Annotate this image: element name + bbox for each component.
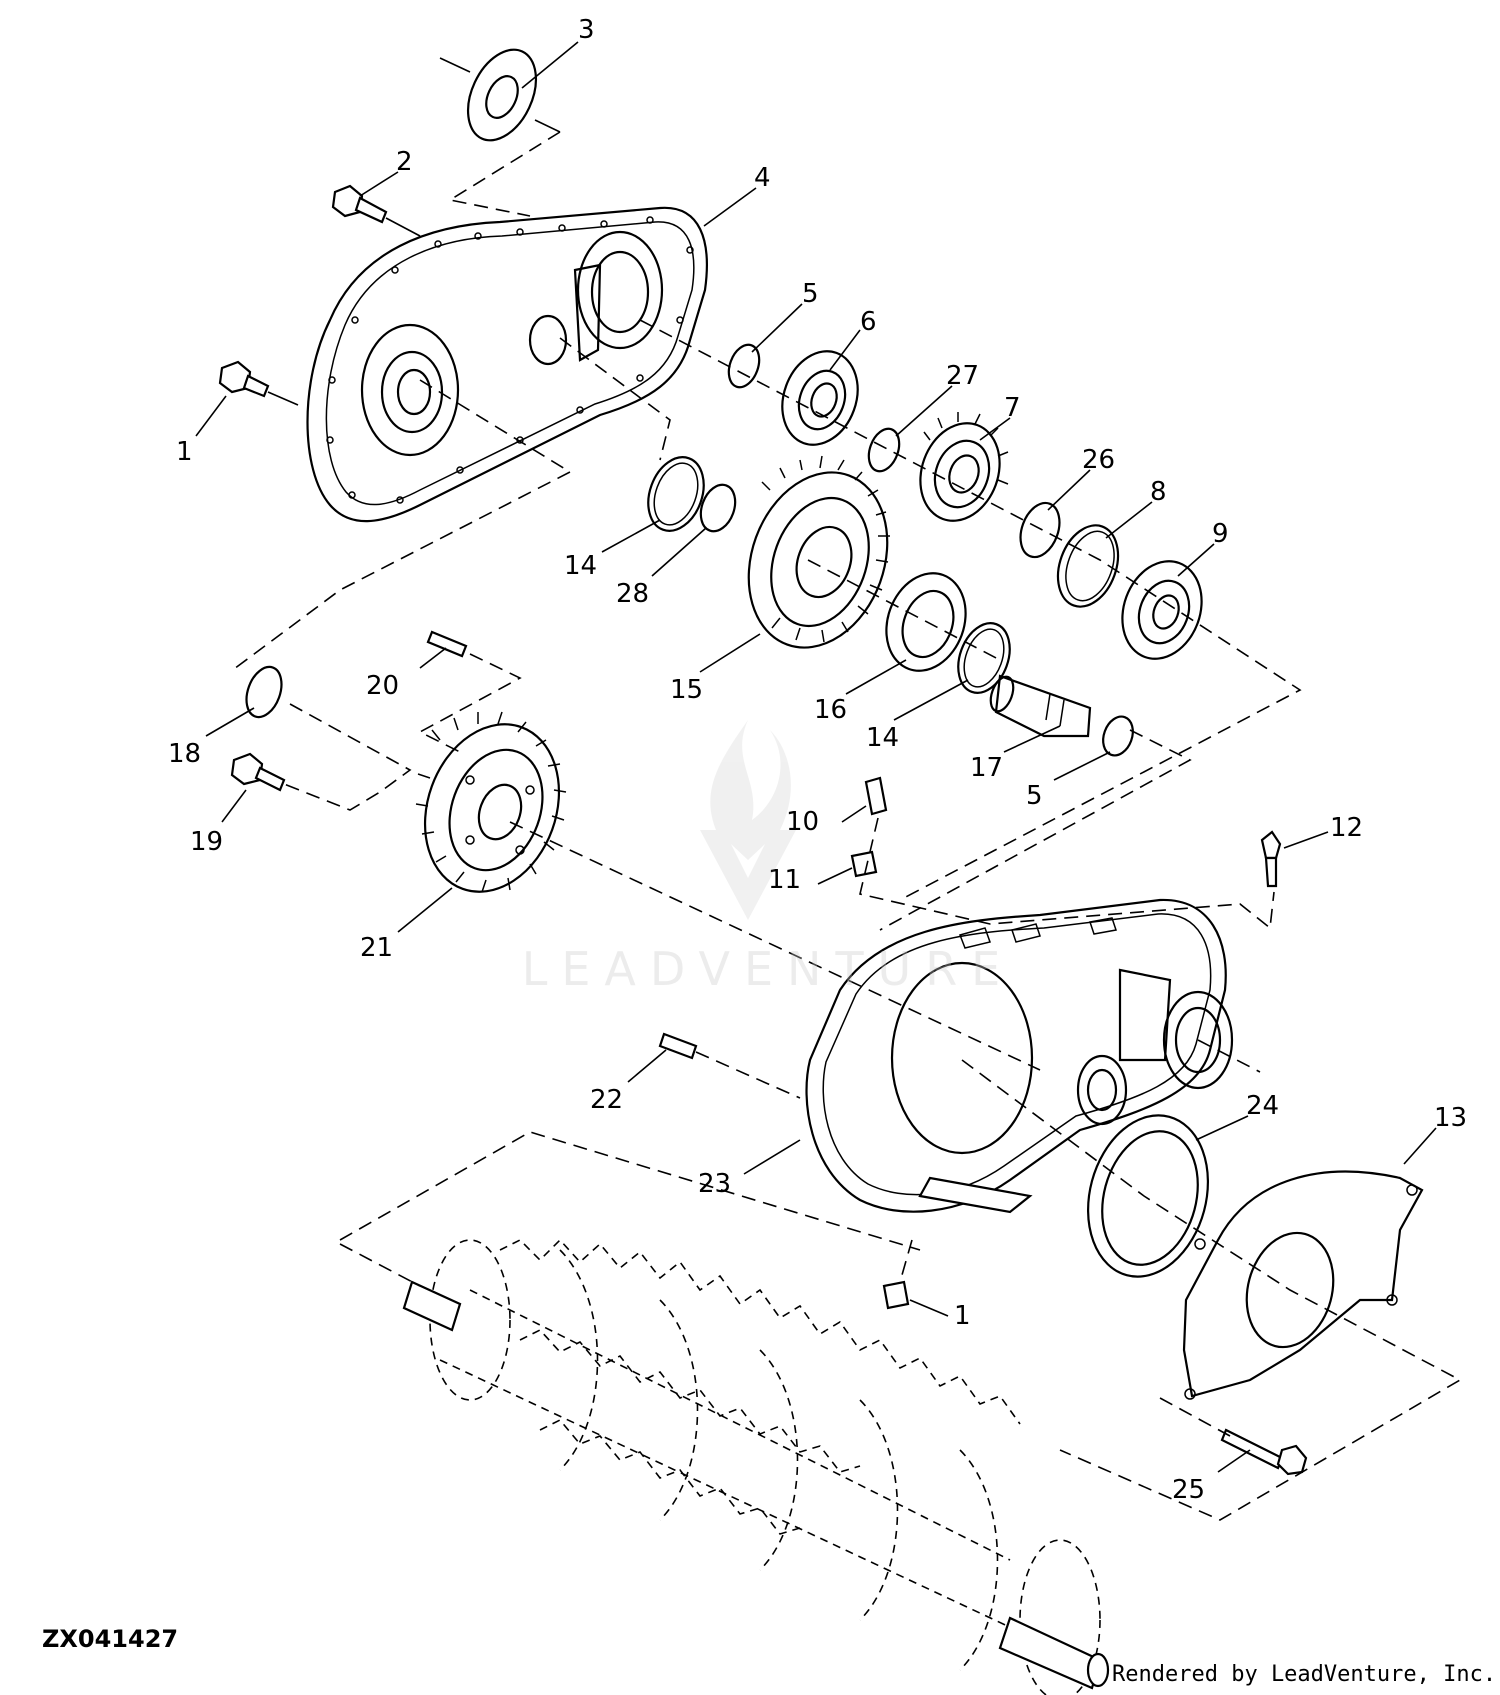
callout-25: 25 bbox=[1172, 1475, 1205, 1505]
callout-15: 15 bbox=[670, 675, 703, 705]
part-10-fitting bbox=[864, 776, 888, 816]
callout-14-lower: 14 bbox=[866, 723, 899, 753]
part-7-pinion-gear bbox=[919, 412, 1009, 522]
part-1-plug-lower bbox=[882, 1280, 910, 1310]
callout-10: 10 bbox=[786, 807, 819, 837]
leadventure-logo-icon bbox=[700, 720, 796, 920]
callout-6: 6 bbox=[860, 307, 877, 337]
callout-21: 21 bbox=[360, 933, 393, 963]
callout-2: 2 bbox=[396, 147, 413, 177]
callout-5-upper: 5 bbox=[802, 279, 819, 309]
part-26-ring bbox=[1019, 501, 1061, 559]
callout-23: 23 bbox=[698, 1169, 731, 1199]
figure-id: ZX041427 bbox=[42, 1625, 179, 1653]
callout-7: 7 bbox=[1004, 393, 1021, 423]
part-20-pin bbox=[426, 630, 468, 658]
part-12-breather bbox=[1260, 830, 1282, 888]
callout-18: 18 bbox=[168, 739, 201, 769]
part-4-cover-plate bbox=[306, 206, 708, 523]
part-21-gear bbox=[415, 711, 567, 893]
part-27-ring bbox=[867, 427, 901, 473]
part-1-bolt-upper bbox=[218, 360, 299, 406]
part-22-pin bbox=[658, 1032, 698, 1060]
part-3-seal bbox=[439, 48, 561, 142]
callout-26: 26 bbox=[1082, 445, 1115, 475]
callout-14-upper: 14 bbox=[564, 551, 597, 581]
part-14-ring-lower bbox=[957, 622, 1011, 694]
part-17-shaft bbox=[989, 674, 1092, 738]
assembly-lines bbox=[229, 131, 1462, 1521]
callout-22: 22 bbox=[590, 1085, 623, 1115]
callout-27: 27 bbox=[946, 361, 979, 391]
part-5-snap-ring-upper bbox=[727, 343, 761, 389]
part-23-housing bbox=[805, 898, 1234, 1214]
part-5-snap-ring-lower bbox=[1102, 715, 1134, 757]
callout-20: 20 bbox=[366, 671, 399, 701]
part-13-shield bbox=[1182, 1170, 1424, 1400]
callout-1-lower: 1 bbox=[954, 1301, 971, 1331]
callout-17: 17 bbox=[970, 753, 1003, 783]
callout-28: 28 bbox=[616, 579, 649, 609]
part-11-bushing bbox=[850, 850, 878, 878]
part-8-retaining-ring bbox=[1056, 524, 1120, 608]
callout-9: 9 bbox=[1212, 519, 1229, 549]
part-18-ring bbox=[245, 665, 283, 719]
callout-13: 13 bbox=[1434, 1103, 1467, 1133]
callout-24: 24 bbox=[1246, 1091, 1279, 1121]
part-15-large-gear bbox=[747, 455, 890, 649]
render-credit: Rendered by LeadVenture, Inc. bbox=[1112, 1662, 1497, 1687]
part-2-bolt bbox=[331, 184, 421, 237]
callout-11: 11 bbox=[768, 865, 801, 895]
part-24-seal bbox=[1086, 1114, 1210, 1278]
auger-assembly-ghost bbox=[402, 1238, 1110, 1695]
callout-16: 16 bbox=[814, 695, 847, 725]
callout-5-lower: 5 bbox=[1026, 781, 1043, 811]
part-6-bearing bbox=[781, 350, 859, 446]
callout-labels: 1 2 3 4 5 6 27 7 26 8 9 14 28 15 16 14 1… bbox=[168, 15, 1467, 1505]
callout-1-upper: 1 bbox=[176, 437, 193, 467]
callout-3: 3 bbox=[578, 15, 595, 45]
callout-8: 8 bbox=[1150, 477, 1167, 507]
part-25-bolt bbox=[1220, 1428, 1308, 1476]
callout-19: 19 bbox=[190, 827, 223, 857]
callout-4: 4 bbox=[754, 163, 771, 193]
part-28-ring bbox=[699, 483, 737, 533]
callout-12: 12 bbox=[1330, 813, 1363, 843]
part-19-bolt bbox=[230, 752, 286, 792]
part-9-bearing bbox=[1121, 560, 1203, 660]
part-14-ring-upper bbox=[647, 456, 705, 532]
callout-leaders bbox=[195, 41, 1437, 1473]
